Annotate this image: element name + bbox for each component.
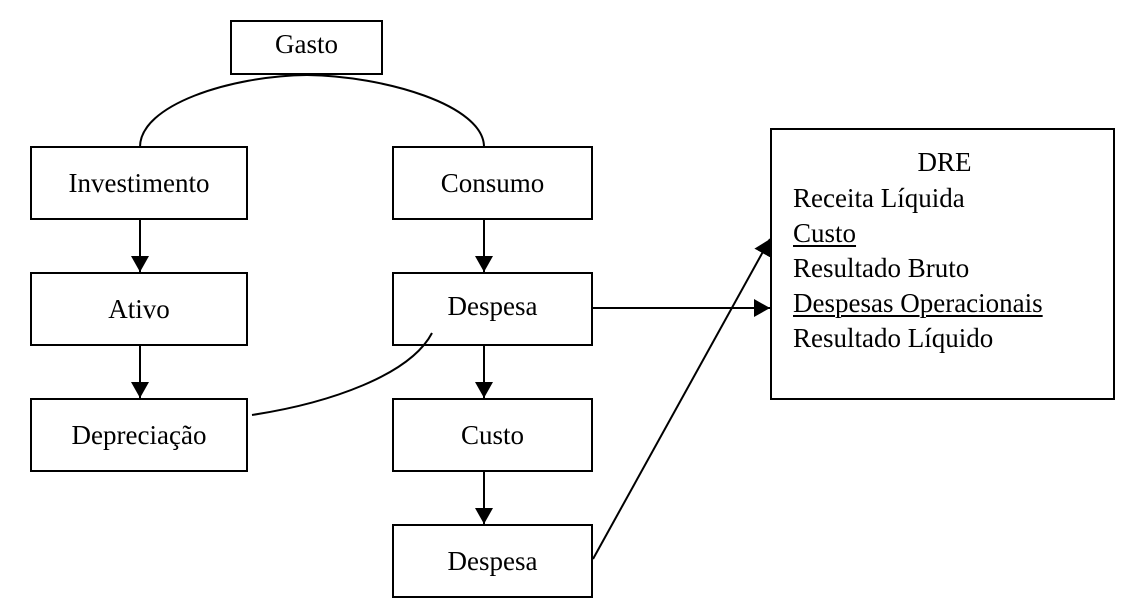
node-consumo: Consumo	[392, 146, 593, 220]
node-despesa-custo: Despesa	[392, 524, 593, 598]
dre-line-despesas-operacionais: Despesas Operacionais	[793, 288, 1043, 318]
node-despesa-consumo-label: Despesa	[447, 290, 538, 321]
node-ativo: Ativo	[30, 272, 248, 346]
node-depreciacao: Depreciação	[30, 398, 248, 472]
dre-line-custo: Custo	[793, 218, 857, 248]
dre-line-resultado-bruto: Resultado Bruto	[793, 253, 970, 283]
node-investimento: Investimento	[30, 146, 248, 220]
node-consumo-label: Consumo	[440, 167, 545, 198]
node-gasto: Gasto	[230, 20, 383, 75]
dre-line-receita-liquida: Receita Líquida	[793, 183, 965, 213]
node-despesa-custo-label: Despesa	[447, 545, 538, 576]
dre-line-resultado-liquido: Resultado Líquido	[793, 323, 994, 353]
node-gasto-label: Gasto	[275, 29, 338, 59]
node-ativo-label: Ativo	[108, 293, 170, 324]
edge-gasto-consumo-arc	[306, 74, 485, 148]
node-investimento-label: Investimento	[68, 167, 210, 198]
node-custo-label: Custo	[460, 419, 525, 450]
node-depreciacao-label: Depreciação	[71, 419, 207, 450]
edge-despesa2-dre-arrow	[592, 238, 771, 560]
dre-lines: Receita Líquida Custo Resultado Bruto De…	[793, 181, 1043, 356]
node-custo: Custo	[392, 398, 593, 472]
edge-gasto-investimento-arc	[139, 74, 308, 148]
dre-title: DRE	[917, 147, 972, 177]
dre-box: DRE Receita Líquida Custo Resultado Brut…	[770, 128, 1115, 400]
node-despesa-consumo: Despesa	[392, 272, 593, 346]
